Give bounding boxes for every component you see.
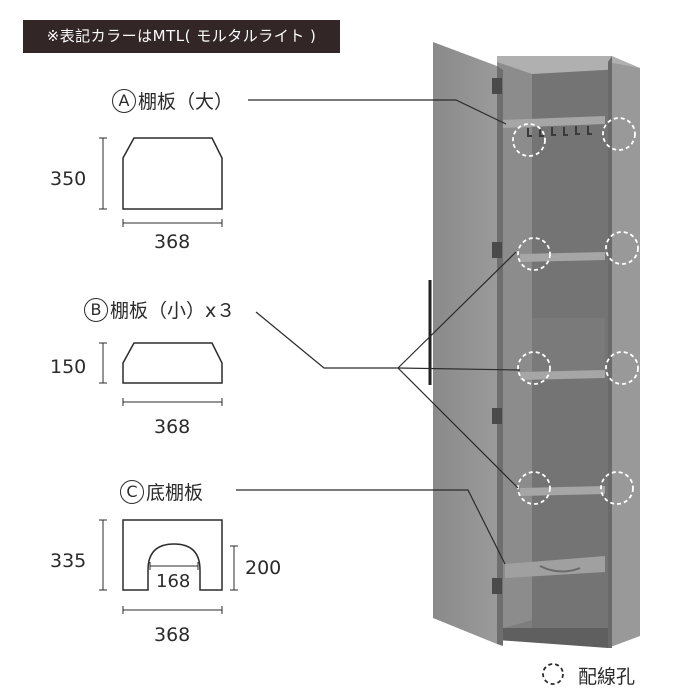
shelf-c-profile [122,519,223,591]
shelf-a-height-label: 350 [50,168,87,190]
cabinet-door-edge [497,66,503,646]
leader-shelf-c [236,489,506,565]
wiring-hole-circle [517,351,551,385]
shelf-c-cutout-height-label: 200 [245,557,282,579]
shelf-b-profile [122,342,223,384]
shelf-c-cutout-width-label: 168 [156,571,191,592]
shelf-c-width-label: 368 [154,624,191,646]
shelf-c-height-label: 335 [50,550,87,572]
shelf-b-3 [520,486,605,496]
shelf-profiles [122,137,223,591]
shelf-a-width-label: 368 [154,231,191,253]
shelf-c-cutout [539,565,581,573]
leader-shelf-a [248,99,507,125]
leader-shelf-b-1 [397,251,517,369]
wiring-hole-circle [512,123,546,157]
wiring-hole-circle [600,471,634,505]
wiring-hole-circle [517,237,551,271]
cabinet-plinth [497,628,608,648]
shelf-b-height-label: 150 [50,356,87,378]
leader-shelf-b-2 [397,367,521,371]
hooks [527,126,592,137]
shelf-a-letter: A [112,89,136,113]
hinge-4 [492,578,502,594]
shelf-b-width-label: 368 [154,416,191,438]
hinge-1 [492,78,502,94]
hinge-2 [492,242,502,258]
leader-shelf-b [255,311,398,369]
cabinet [428,42,640,648]
hinge-3 [492,408,502,424]
cabinet-right-side [608,62,640,648]
shelf-a-profile [122,137,223,210]
shelf-b-letter: B [84,298,108,322]
color-note-badge: ※表記カラーはMTL( モルタルライト ) [23,20,340,53]
shelf-b-2 [520,370,605,380]
wiring-hole-legend-label: 配線孔 [578,666,636,688]
shelf-c-label: 底棚板 [146,482,204,504]
wiring-hole-legend-icon [542,663,564,685]
shelf-b-1 [520,252,605,262]
cabinet-top [497,56,640,74]
shelf-a-label: 棚板（大） [138,91,234,113]
wiring-hole-circle [605,231,639,265]
inner-drawer [532,318,605,372]
wiring-hole-circle [602,117,636,151]
leader-shelf-b-3 [397,367,519,489]
dimension-lines [99,137,238,614]
shelf-b-label: 棚板（小）x３ [110,300,236,322]
cabinet-door [433,42,497,644]
leader-lines [236,99,521,565]
cabinet-right-edge [608,56,612,648]
shelf-c-letter: C [120,480,144,504]
wiring-hole-circle [605,351,639,385]
shelf-c [505,556,605,578]
